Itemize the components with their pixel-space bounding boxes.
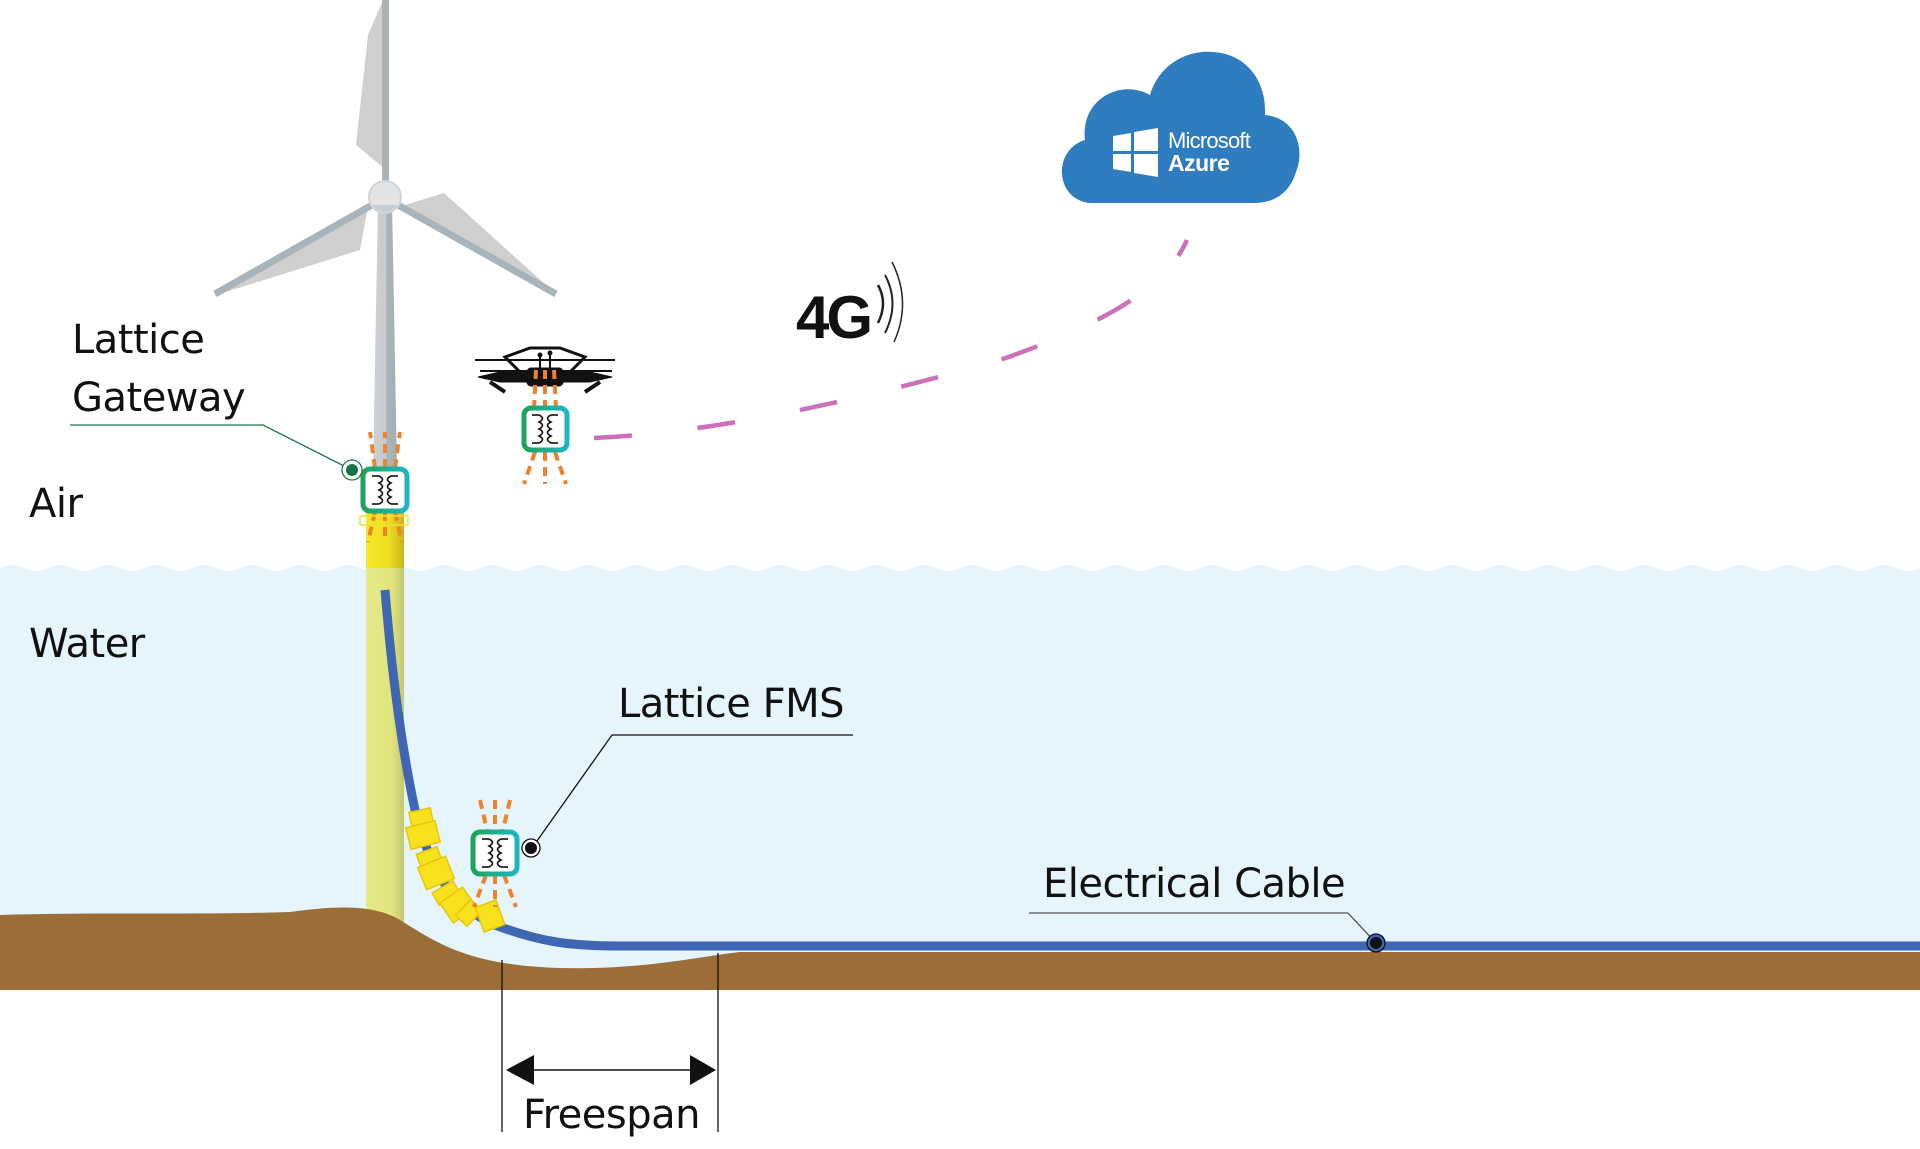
signal-waves-icon <box>876 261 904 343</box>
turbine-blade-top <box>356 0 388 170</box>
network-4g-label: 4G <box>796 284 873 351</box>
buoyancy-modules <box>404 806 506 933</box>
turbine-mast <box>373 200 397 470</box>
cloud-icon <box>1061 51 1300 203</box>
fms-leader <box>521 734 853 858</box>
drone-icon <box>475 346 615 485</box>
air-zone-label: Air <box>29 481 83 527</box>
water-body <box>0 565 1920 990</box>
fms-label: Lattice FMS <box>618 681 845 727</box>
gateway-label-line2: Gateway <box>72 375 246 421</box>
water-zone-label: Water <box>29 621 145 667</box>
windows-logo-icon <box>1113 128 1158 177</box>
sensor-device-icon <box>470 829 520 877</box>
cloud-brand-azure: Azure <box>1168 150 1230 176</box>
freespan-label: Freespan <box>523 1092 700 1138</box>
cloud-brand-microsoft: Microsoft <box>1168 128 1251 153</box>
arrow-left-icon <box>506 1055 534 1085</box>
sensor-device-icon <box>521 405 570 453</box>
cable-leader <box>1029 912 1386 953</box>
electrical-cable-label: Electrical Cable <box>1043 861 1346 907</box>
wireless-link-dashed <box>593 239 1190 441</box>
gateway-label-line1: Lattice <box>72 317 205 363</box>
wind-turbine-icon <box>213 0 558 930</box>
gateway-device <box>359 431 410 543</box>
fms-device <box>470 799 520 908</box>
seabed <box>0 907 1920 990</box>
gateway-leader <box>70 424 363 481</box>
sensor-device-icon <box>360 466 410 514</box>
arrow-right-icon <box>690 1055 716 1085</box>
freespan-dimension <box>501 953 719 1132</box>
